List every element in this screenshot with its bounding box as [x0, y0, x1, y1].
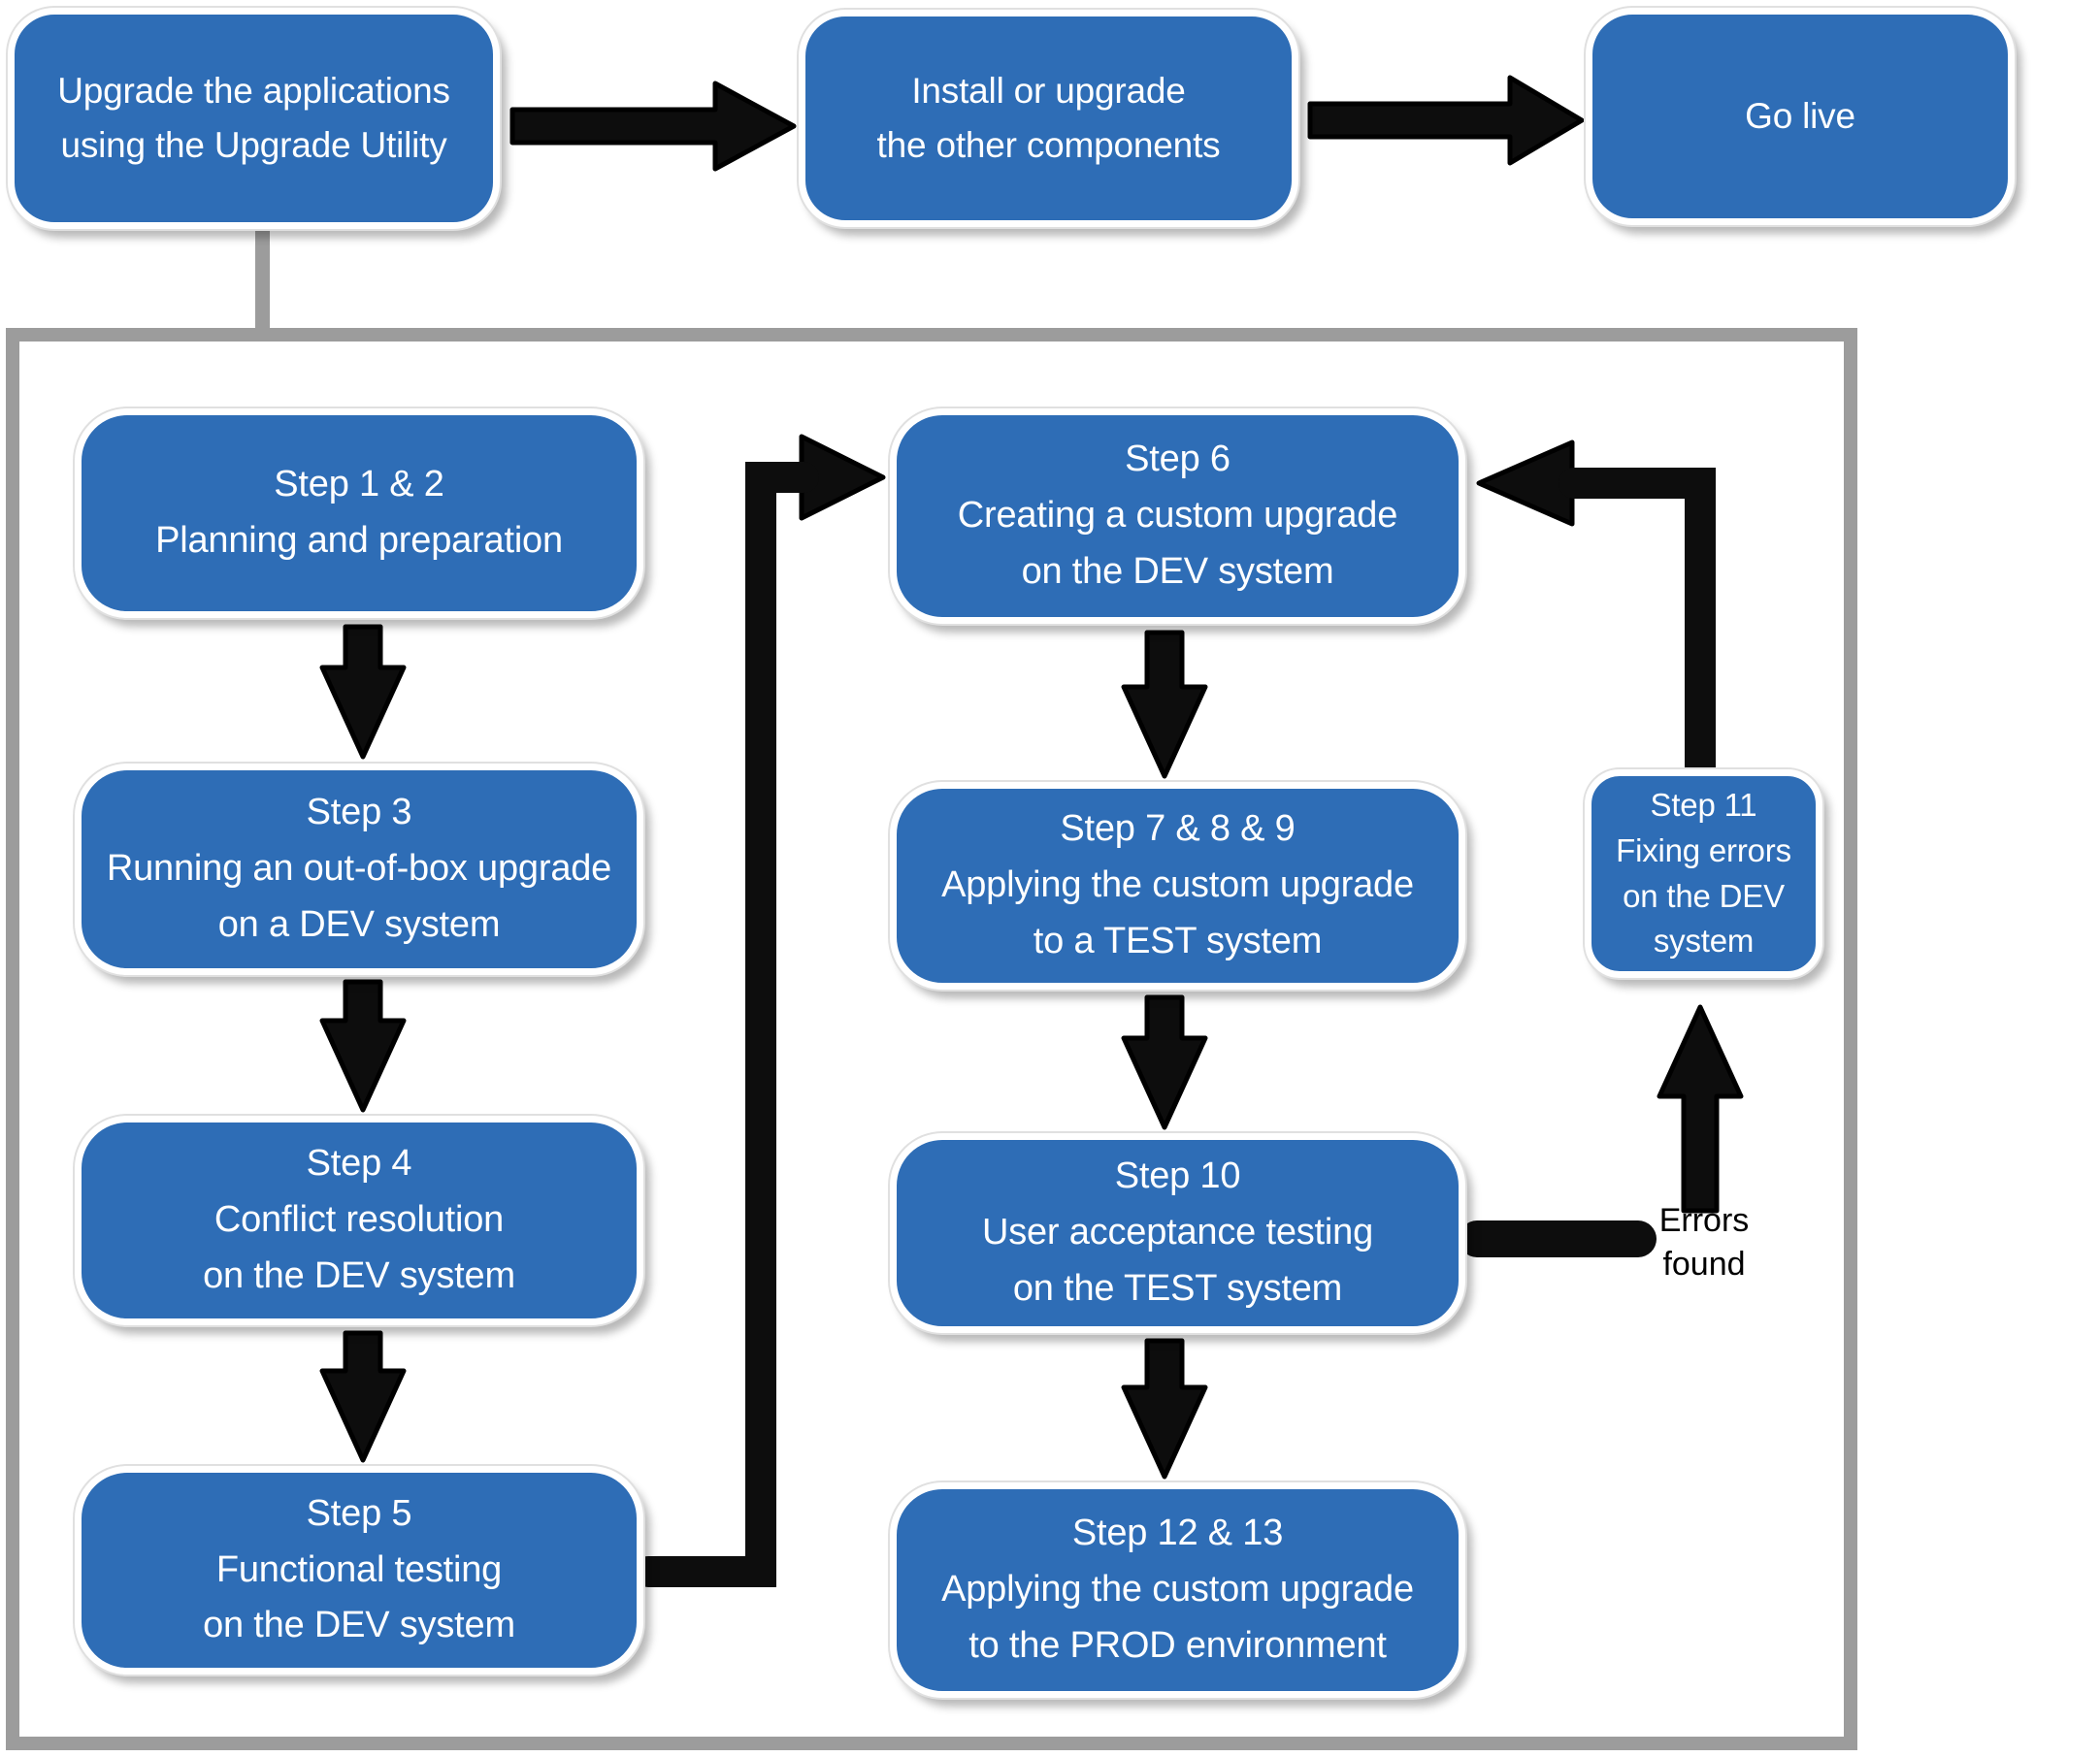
node-step-7-8-9: Step 7 & 8 & 9 Applying the custom upgra… [890, 782, 1465, 990]
node-step-12-13: Step 12 & 13 Applying the custom upgrade… [890, 1482, 1465, 1698]
node-step-4-label: Step 4 Conflict resolution on the DEV sy… [203, 1143, 515, 1296]
node-go-live-label: Go live [1745, 95, 1855, 136]
arrow-step3-to-step4 [319, 979, 407, 1113]
node-step-1-2-label: Step 1 & 2 Planning and preparation [155, 464, 563, 561]
node-step-7-8-9-label: Step 7 & 8 & 9 Applying the custom upgra… [941, 808, 1414, 961]
node-step-5-label: Step 5 Functional testing on the DEV sys… [203, 1492, 515, 1646]
node-step-11: Step 11 Fixing errors on the DEV system [1585, 769, 1822, 978]
arrow-install-to-golive [1307, 75, 1585, 166]
elbow-step11-to-step6 [1559, 468, 1716, 788]
arrow-step6-to-step789 [1121, 630, 1208, 779]
detail-frame [6, 328, 1857, 1750]
node-go-live: Go live [1586, 8, 2015, 225]
elbow-step5-to-step6 [633, 462, 819, 1587]
node-step-6-label: Step 6 Creating a custom upgrade on the … [957, 439, 1398, 592]
node-step-6: Step 6 Creating a custom upgrade on the … [890, 408, 1465, 624]
connector-upgrade-apps-to-detail-frame [255, 227, 270, 334]
node-install-components: Install or upgrade the other components [799, 10, 1298, 227]
node-step-3: Step 3 Running an out-of-box upgrade on … [75, 764, 643, 975]
node-step-3-label: Step 3 Running an out-of-box upgrade on … [106, 792, 612, 945]
arrow-step4-to-step5 [319, 1330, 407, 1463]
node-step-11-label: Step 11 Fixing errors on the DEV system [1616, 786, 1791, 960]
node-step-10-label: Step 10 User acceptance testing on the T… [981, 1155, 1374, 1309]
arrow-step789-to-step10 [1121, 994, 1208, 1130]
arrow-step1-2-to-step3 [319, 624, 407, 760]
arrow-step10-to-step1213 [1121, 1338, 1208, 1480]
arrow-errors-to-step11 [1657, 1004, 1744, 1214]
node-step-4: Step 4 Conflict resolution on the DEV sy… [75, 1116, 643, 1325]
node-step-12-13-label: Step 12 & 13 Applying the custom upgrade… [941, 1513, 1414, 1666]
node-upgrade-apps: Upgrade the applications using the Upgra… [8, 8, 500, 229]
node-step-1-2: Step 1 & 2 Planning and preparation [75, 408, 643, 618]
node-step-10: Step 10 User acceptance testing on the T… [890, 1133, 1465, 1333]
node-install-components-label: Install or upgrade the other components [876, 70, 1221, 165]
errors-found-label: Errors found [1658, 1202, 1750, 1283]
node-step-5: Step 5 Functional testing on the DEV sys… [75, 1466, 643, 1675]
arrowhead-step11-to-step6 [1476, 439, 1575, 527]
arrow-upgrade-apps-to-install [509, 81, 797, 172]
node-upgrade-apps-label: Upgrade the applications using the Upgra… [57, 70, 450, 165]
